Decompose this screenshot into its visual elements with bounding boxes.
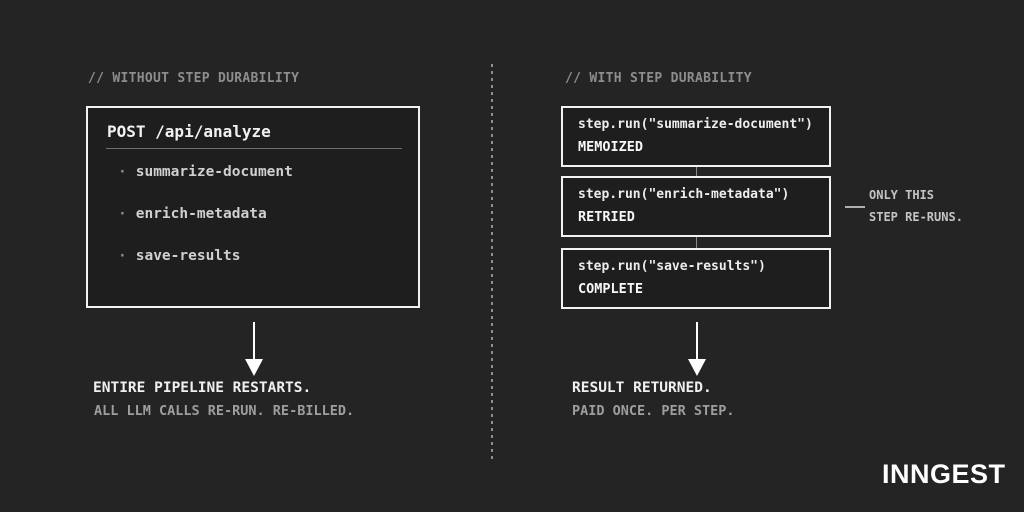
bullet-icon: · bbox=[118, 164, 127, 180]
pipeline-step-label: enrich-metadata bbox=[135, 206, 267, 222]
left-section-header: // WITHOUT STEP DURABILITY bbox=[88, 71, 300, 86]
left-caption-secondary: ALL LLM CALLS RE-RUN. RE-BILLED. bbox=[94, 403, 355, 419]
down-arrow-icon bbox=[688, 322, 706, 376]
annotation-line2: STEP RE-RUNS. bbox=[869, 210, 963, 224]
pipeline-step-item: · enrich-metadata bbox=[118, 206, 267, 222]
step-code: step.run("save-results") bbox=[578, 259, 766, 274]
step-status-badge: COMPLETE bbox=[578, 281, 644, 297]
step-code: step.run("summarize-document") bbox=[578, 117, 813, 132]
step-status-badge: MEMOIZED bbox=[578, 139, 644, 155]
step-status-badge: RETRIED bbox=[578, 209, 635, 225]
step-box-retried: step.run("enrich-metadata") RETRIED bbox=[561, 176, 831, 237]
pipeline-box: POST /api/analyze · summarize-document · e… bbox=[86, 106, 420, 308]
pipeline-step-label: summarize-document bbox=[135, 164, 293, 180]
right-section-header: // WITH STEP DURABILITY bbox=[565, 71, 752, 86]
step-box-memoized: step.run("summarize-document") MEMOIZED bbox=[561, 106, 831, 167]
pipeline-title-divider bbox=[106, 148, 402, 149]
pipeline-step-item: · summarize-document bbox=[118, 164, 293, 180]
inngest-logo: INNGEST bbox=[882, 459, 1006, 489]
left-caption-primary: ENTIRE PIPELINE RESTARTS. bbox=[93, 380, 312, 396]
pipeline-step-item: · save-results bbox=[118, 248, 241, 264]
pipeline-step-label: save-results bbox=[135, 248, 241, 264]
down-arrow-icon bbox=[245, 322, 263, 376]
step-connector-line bbox=[696, 237, 697, 248]
annotation-line1: ONLY THIS bbox=[869, 188, 935, 202]
step-connector-line bbox=[696, 167, 697, 176]
right-caption-secondary: PAID ONCE. PER STEP. bbox=[572, 403, 735, 419]
bullet-icon: · bbox=[118, 248, 127, 264]
step-code: step.run("enrich-metadata") bbox=[578, 187, 790, 202]
step-box-complete: step.run("save-results") COMPLETE bbox=[561, 248, 831, 309]
right-caption-primary: RESULT RETURNED. bbox=[572, 380, 712, 396]
annotation-dash bbox=[845, 206, 865, 208]
pipeline-title: POST /api/analyze bbox=[107, 122, 271, 141]
bullet-icon: · bbox=[118, 206, 127, 222]
vertical-dotted-divider bbox=[491, 64, 493, 462]
